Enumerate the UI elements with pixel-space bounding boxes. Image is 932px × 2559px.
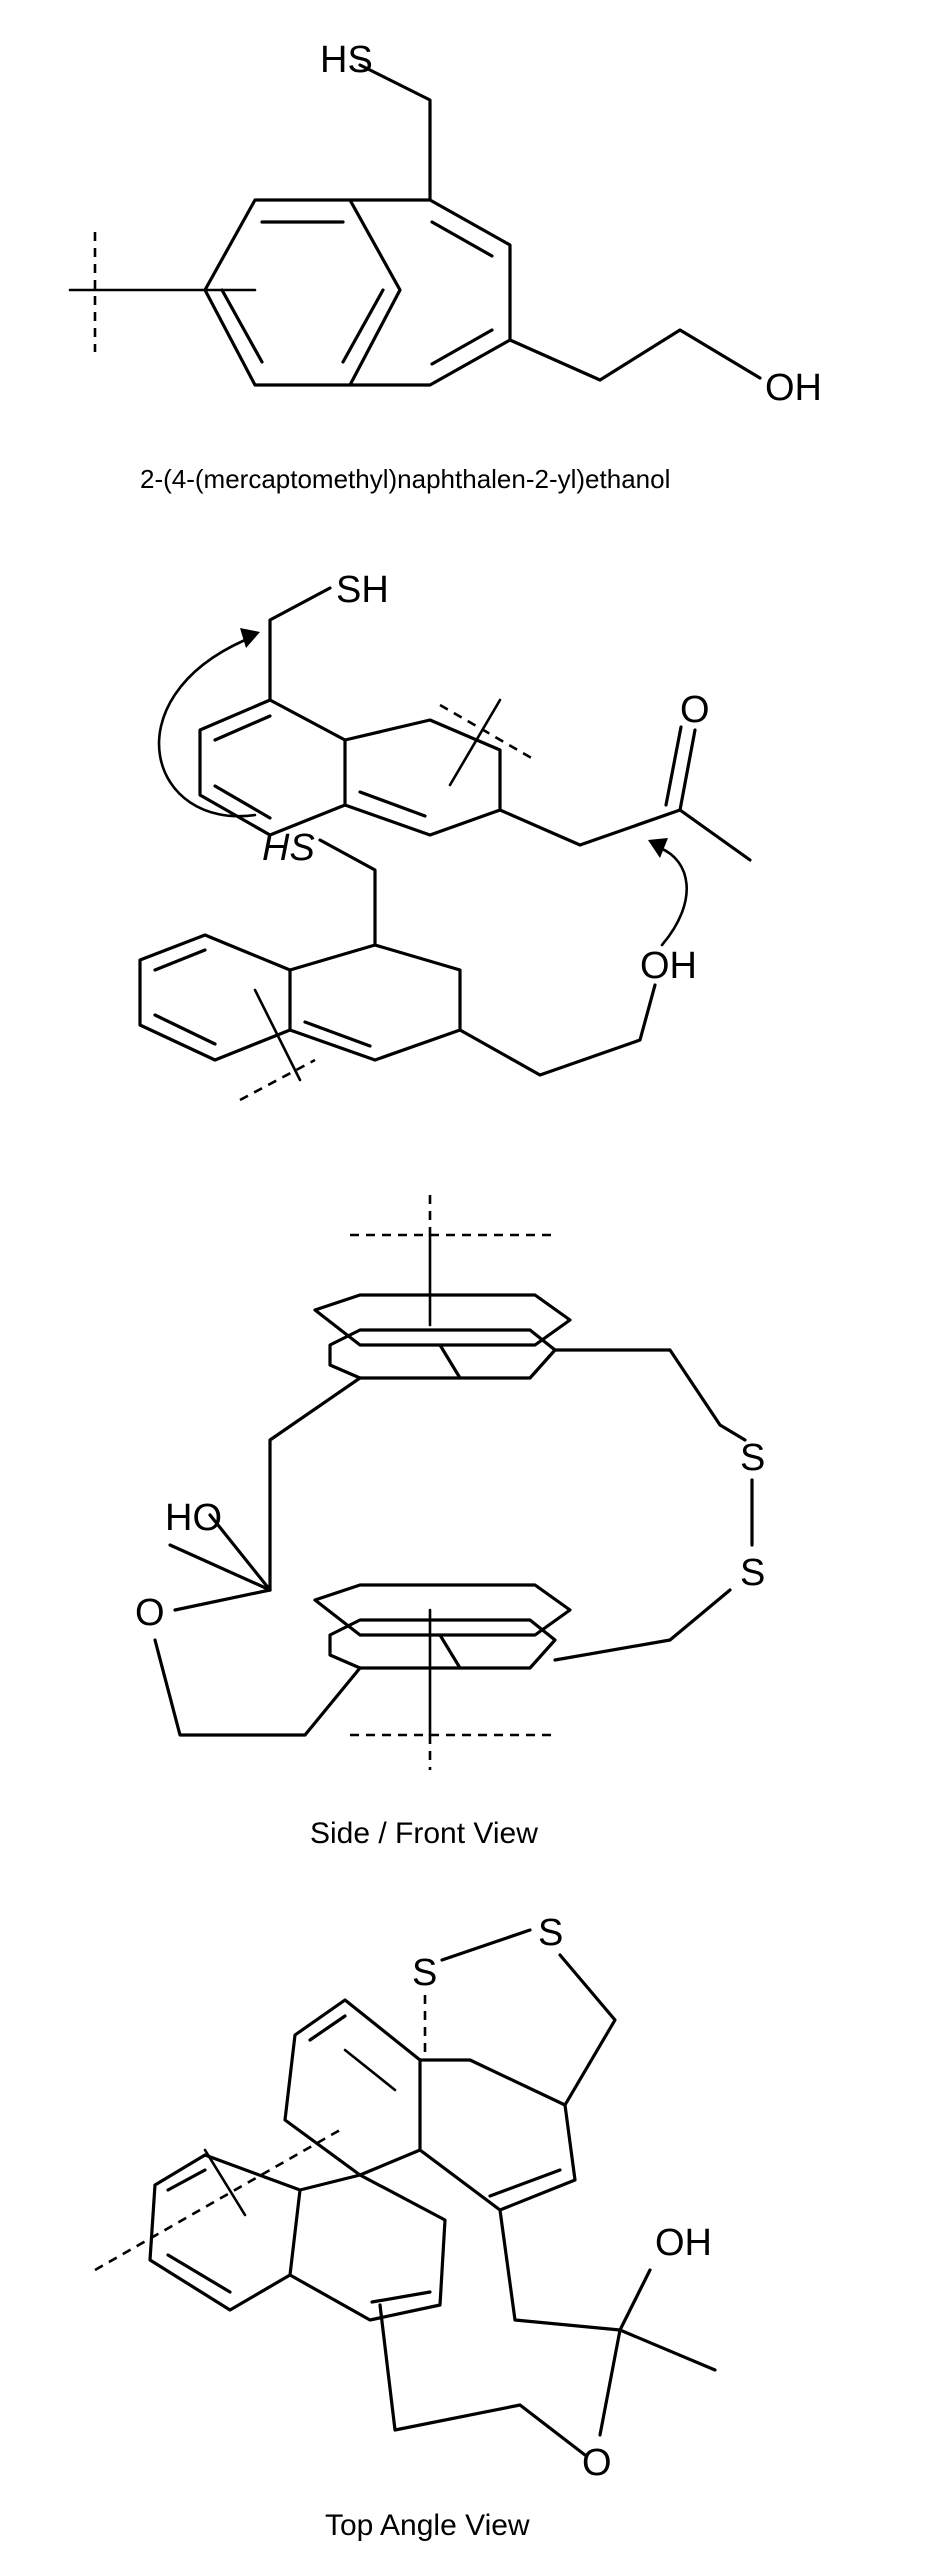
s2-lower-left-ring — [140, 935, 290, 1060]
s3-lower-ring-a — [315, 1585, 570, 1635]
s1-caption: 2-(4-(mercaptomethyl)naphthalen-2-yl)eth… — [140, 464, 670, 494]
s2-oh-label: OH — [640, 945, 697, 987]
structure-1-naphthalene-ethanol: HS OH 2-(4-(mercaptomethyl)naphthalen-2-… — [70, 39, 822, 494]
s1-right-ring — [350, 200, 510, 385]
s1-left-ring — [205, 200, 400, 385]
structure-4-top-angle-view: S S OH O Top Angle View — [95, 1912, 715, 2542]
s4-s2-label: S — [538, 1912, 563, 1954]
s3-ho-label: HO — [165, 1497, 222, 1539]
structure-2-reaction-scheme: SH O HS OH — [140, 569, 750, 1100]
s4-oh-label: OH — [655, 2222, 712, 2264]
s4-front-ring-left — [150, 2155, 300, 2310]
s4-caption: Top Angle View — [325, 2509, 530, 2542]
s3-upper-ring-a — [315, 1295, 570, 1345]
s1-hs-label: HS — [320, 39, 373, 81]
s1-oh-label: OH — [765, 367, 822, 409]
s3-caption: Side / Front View — [310, 1817, 538, 1850]
s2-o-label: O — [680, 689, 710, 731]
s2-hs-label: HS — [262, 827, 315, 869]
s3-s2-label: S — [740, 1552, 765, 1594]
structure-3-side-front-view: S S HO O Side / Front View — [135, 1195, 765, 1850]
s2-arrow-oh — [660, 848, 687, 945]
s4-o-label: O — [582, 2442, 612, 2484]
s4-s1-label: S — [412, 1952, 437, 1994]
s2-sh-label: SH — [336, 569, 389, 611]
s3-s1-label: S — [740, 1437, 765, 1479]
s3-o-label: O — [135, 1592, 165, 1634]
